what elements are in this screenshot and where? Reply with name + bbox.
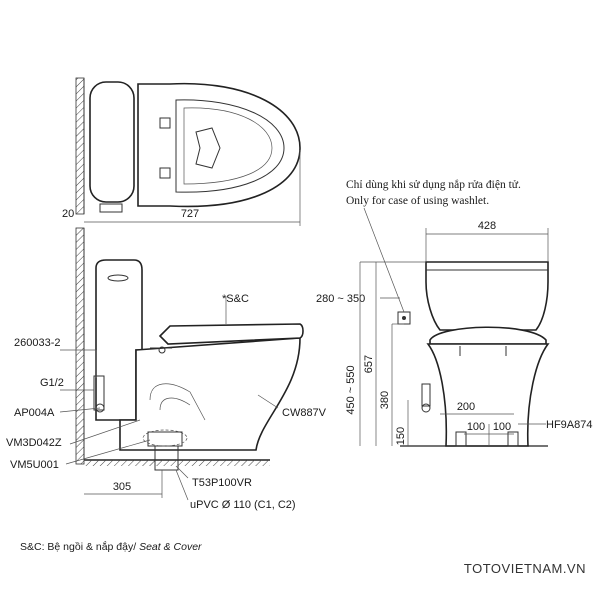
- dim-657: 657: [363, 355, 375, 373]
- dim-450-550: 450 ~ 550: [345, 365, 357, 414]
- top-view: 727 20: [62, 77, 301, 226]
- footer-sc-text: S&C: Bệ ngồi & nắp đậy/: [20, 540, 139, 553]
- front-view: 428 280 ~ 350 450 ~ 550 657 380 150 200 …: [316, 207, 592, 447]
- footer-sc-note: S&C: Bệ ngồi & nắp đậy/ Seat & Cover: [20, 540, 202, 553]
- label-hf9a874: HF9A874: [546, 419, 592, 431]
- label-sc: *S&C: [222, 293, 249, 305]
- label-g12: G1/2: [40, 377, 64, 389]
- bowl-opening: [195, 127, 221, 169]
- tank-side: [95, 259, 143, 421]
- label-t53p100vr: T53P100VR: [192, 477, 252, 489]
- wall-hatch-top: [75, 77, 85, 215]
- bowl-side: [119, 337, 301, 451]
- label-upvc: uPVC Ø 110 (C1, C2): [190, 499, 296, 511]
- dim-200: 200: [457, 401, 475, 413]
- dim-100-right: 100: [493, 421, 511, 433]
- dim-305: 305: [113, 481, 131, 493]
- bowl-front: [426, 343, 550, 447]
- dim-380: 380: [379, 391, 391, 409]
- brand-watermark: TOTOVIETNAM.VN: [464, 561, 586, 576]
- label-vm3d042z: VM3D042Z: [6, 437, 62, 449]
- dim-727: 727: [181, 208, 199, 220]
- dim-20: 20: [62, 208, 74, 220]
- tank-top: [89, 81, 135, 203]
- dim-280-350: 280 ~ 350: [316, 293, 365, 305]
- label-ap004a: AP004A: [14, 407, 55, 419]
- label-cw887v: CW887V: [282, 407, 327, 419]
- seat-cover-side: [158, 323, 304, 345]
- seat-front: [429, 326, 547, 345]
- wall-hatch-side: [75, 227, 85, 465]
- dim-428: 428: [478, 220, 496, 232]
- tank-front: [425, 261, 549, 331]
- side-view: 305: [59, 227, 304, 501]
- dim-150: 150: [395, 427, 407, 445]
- footer-sc-italic: Seat & Cover: [139, 541, 202, 553]
- label-260033-2: 260033-2: [14, 337, 61, 349]
- dim-100-left: 100: [467, 421, 485, 433]
- note-line-en: Only for case of using washlet.: [346, 195, 489, 207]
- label-vm5u001: VM5U001: [10, 459, 59, 471]
- note-line-vi: Chỉ dùng khi sử dụng nắp rửa điện tử.: [346, 178, 521, 191]
